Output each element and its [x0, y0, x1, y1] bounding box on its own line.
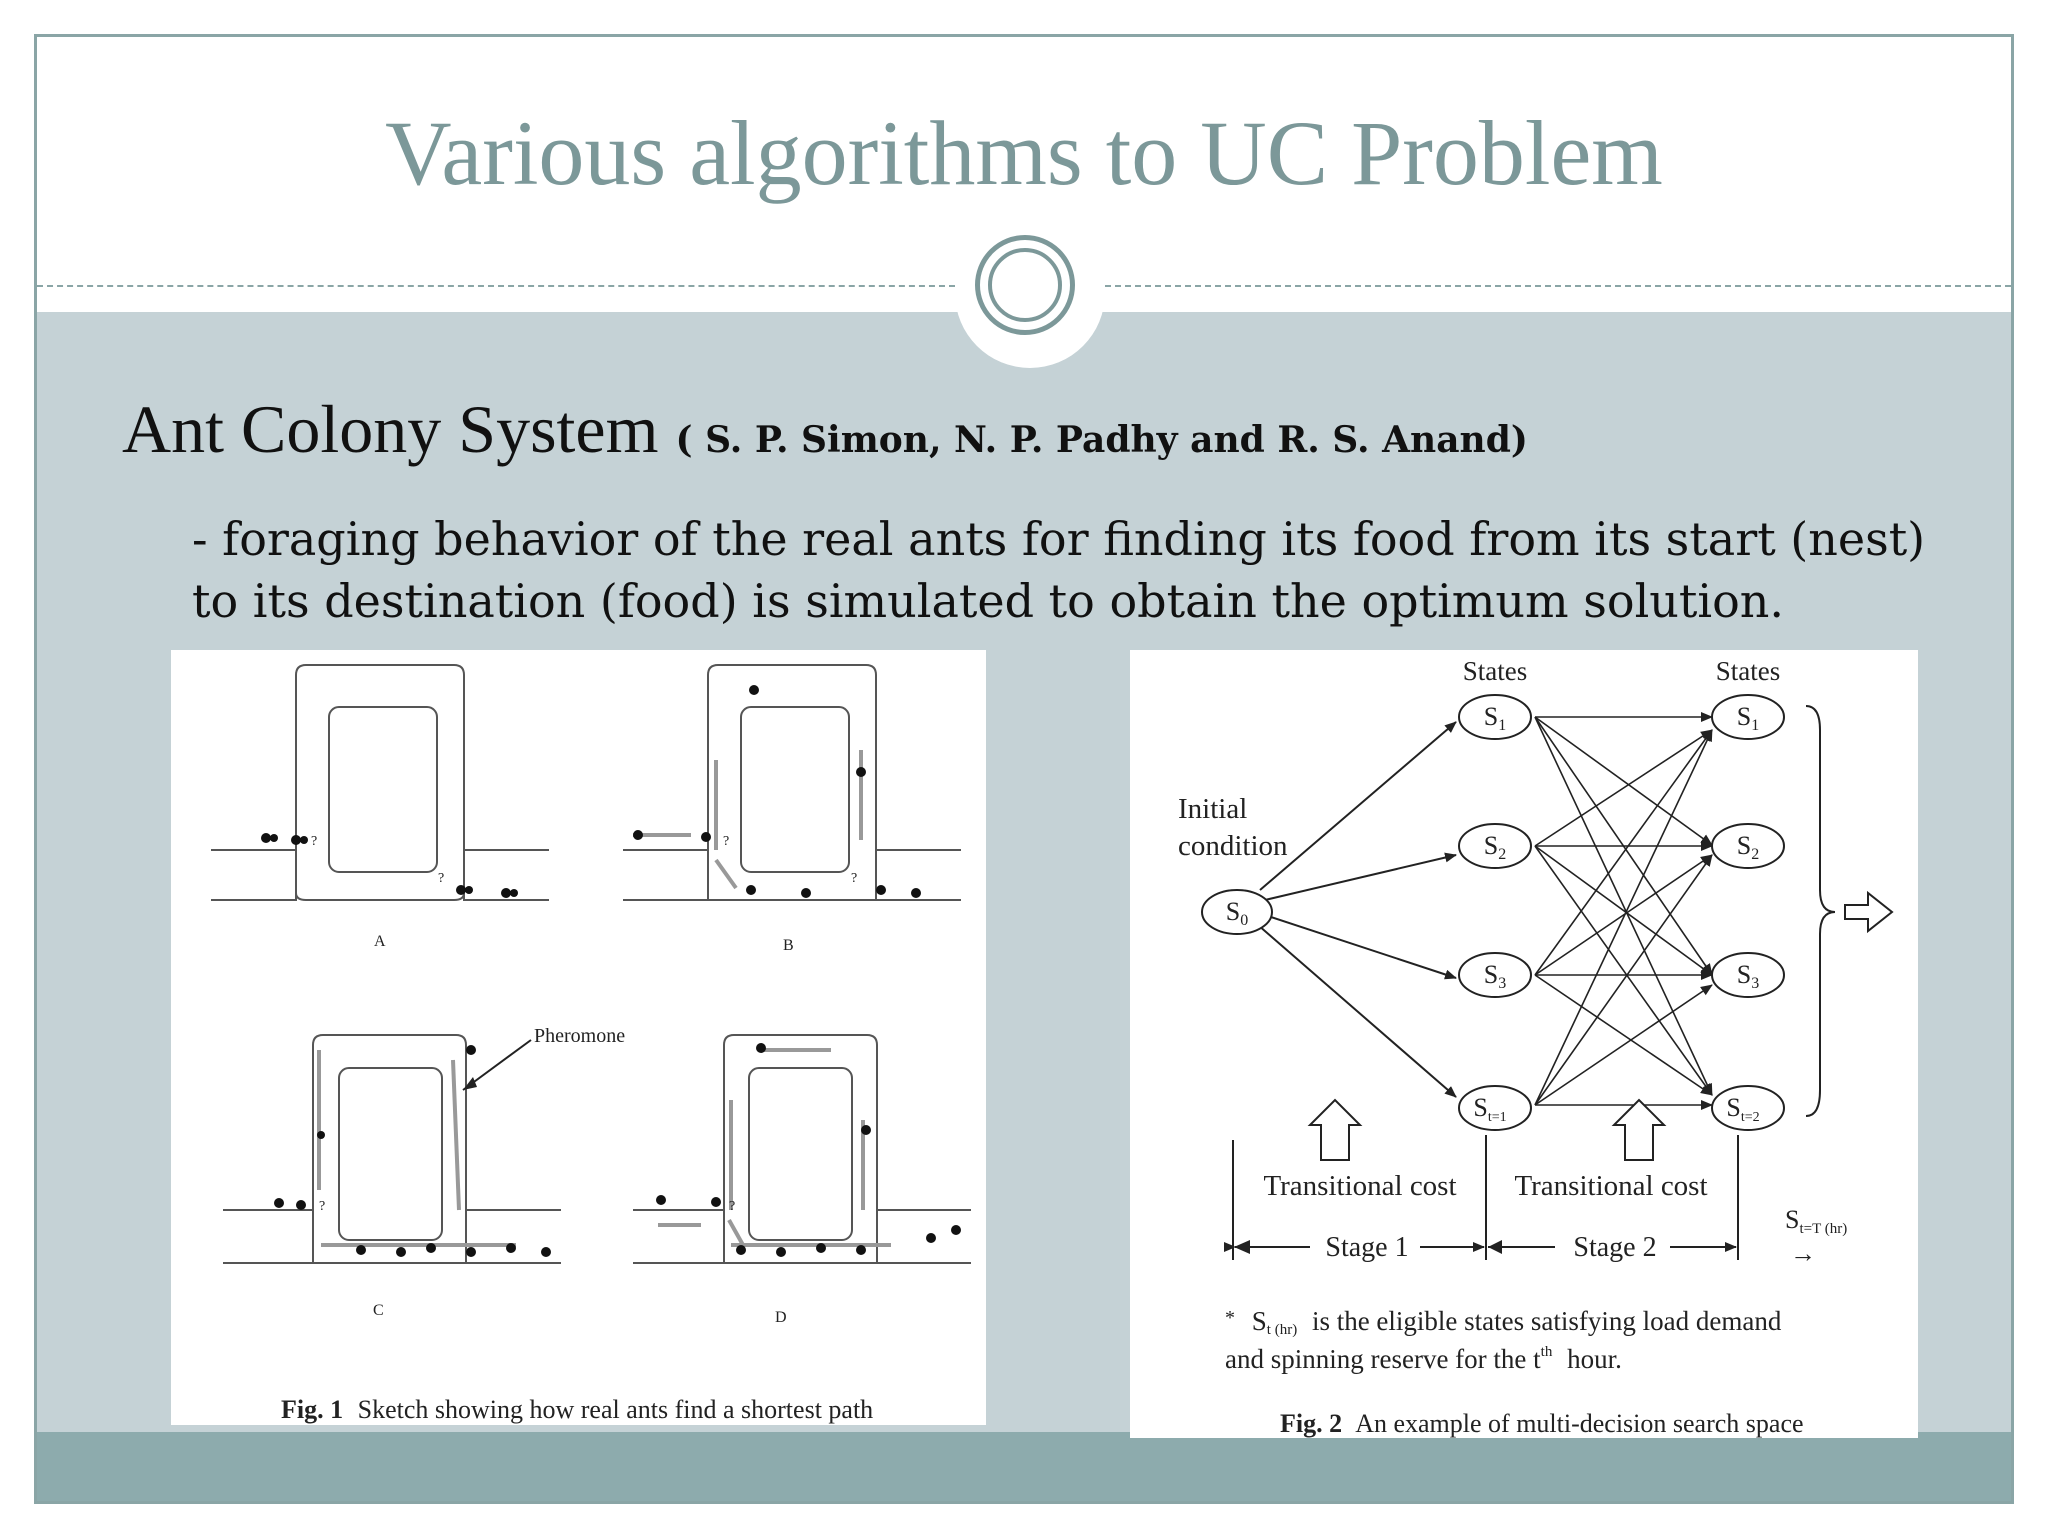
- figure-ant-paths: Pheromone ? ? ? ? ? ? A B C D Fig. 1 Ske…: [171, 650, 986, 1425]
- qmark-d: ?: [729, 1199, 735, 1214]
- note-sup: th: [1541, 1344, 1553, 1360]
- node-left-t-sub: t=1: [1488, 1110, 1507, 1125]
- node-left-2-sub: 2: [1498, 846, 1506, 863]
- node-left-3-sub: 3: [1498, 975, 1506, 992]
- svg-text:Fig. 1 Sketch showing ho: Fig. 1 Sketch showing how real ants find…: [281, 1395, 873, 1424]
- stage2-label: Stage 2: [1573, 1232, 1656, 1263]
- node-right-3-sub: 3: [1751, 975, 1759, 992]
- svg-text:S1: S1: [1484, 702, 1506, 734]
- node-right-1: S: [1737, 702, 1751, 731]
- panel-label-a: A: [374, 933, 386, 950]
- svg-text:S0: S0: [1226, 897, 1248, 929]
- node-left-3: S: [1484, 960, 1498, 989]
- body-paragraph: - foraging behavior of the real ants for…: [192, 512, 1926, 628]
- node-s0-sub: 0: [1240, 912, 1248, 929]
- transitional-cost-2: Transitional cost: [1514, 1170, 1707, 1202]
- initial-label-line2: condition: [1178, 830, 1288, 862]
- svg-text:S3: S3: [1737, 960, 1759, 992]
- title-divider-left: [37, 285, 955, 287]
- stage1-label: Stage 1: [1325, 1232, 1408, 1263]
- initial-label-line1: Initial: [1178, 793, 1247, 825]
- qmark-b-right: ?: [851, 871, 857, 886]
- st-sub: t=T (hr): [1799, 1221, 1847, 1237]
- states-header-left: States: [1463, 656, 1528, 686]
- note-s: S: [1252, 1306, 1267, 1336]
- slide-title: Various algorithms to UC Problem: [385, 102, 1663, 204]
- node-left-t: S: [1473, 1093, 1487, 1122]
- node-left-1: S: [1484, 702, 1498, 731]
- svg-text:Fig. 2 An example of mul: Fig. 2 An example of multi-decision sear…: [1280, 1409, 1804, 1438]
- fig2-caption: An example of multi-decision search spac…: [1355, 1409, 1803, 1438]
- states-header-right: States: [1716, 656, 1781, 686]
- section-heading: Ant Colony System ( S. P. Simon, N. P. P…: [122, 390, 1528, 469]
- pheromone-label: Pheromone: [534, 1025, 625, 1047]
- note-line2-b: hour.: [1567, 1344, 1622, 1374]
- note-line2-a: and spinning reserve for the t: [1225, 1344, 1541, 1374]
- qmark-a-left: ?: [311, 834, 317, 849]
- node-right-2: S: [1737, 831, 1751, 860]
- st-label: S: [1785, 1205, 1799, 1234]
- node-right-t: S: [1726, 1093, 1740, 1122]
- figure-search-space-graphic: S0 S1 S2 S3 St=1 S1 S2 S3 St=2 States St…: [1178, 656, 1894, 1438]
- fig2-caption-prefix: Fig. 2: [1280, 1409, 1342, 1438]
- heading-text: Ant Colony System: [122, 391, 659, 467]
- up-arrow-icon-stage2: [1611, 1098, 1667, 1161]
- node-right-2-sub: 2: [1751, 846, 1759, 863]
- title-divider-right: [1105, 285, 2011, 287]
- note-line1: is the eligible states satisfying load d…: [1312, 1306, 1782, 1336]
- divider-ring-inner-icon: [988, 248, 1062, 322]
- svg-text:St=2: St=2: [1726, 1093, 1759, 1125]
- svg-text:St=T (hr): St=T (hr): [1785, 1205, 1847, 1237]
- transitional-cost-1: Transitional cost: [1263, 1170, 1456, 1202]
- node-right-3: S: [1737, 960, 1751, 989]
- note-sub: t (hr): [1267, 1322, 1297, 1338]
- node-right-t-sub: t=2: [1741, 1110, 1760, 1125]
- svg-text:and spinning reserve for the t: and spinning reserve for the tth hour.: [1225, 1332, 1622, 1374]
- note-star: *: [1225, 1307, 1235, 1329]
- output-arrow-icon: [1844, 890, 1894, 934]
- node-right-1-sub: 1: [1751, 717, 1759, 734]
- node-left-2: S: [1484, 831, 1498, 860]
- st-arrow: →: [1790, 1239, 1816, 1268]
- svg-text:S2: S2: [1737, 831, 1759, 863]
- panel-label-b: B: [783, 937, 794, 954]
- fig1-caption: Sketch showing how real ants find a shor…: [358, 1395, 874, 1424]
- qmark-a-right: ?: [438, 871, 444, 886]
- node-s0: S: [1226, 897, 1240, 926]
- svg-text:* St (hr) is the e: * St (hr) is the eligible states satisfy…: [1225, 1300, 1782, 1340]
- svg-text:S2: S2: [1484, 831, 1506, 863]
- fig1-caption-prefix: Fig. 1: [281, 1395, 343, 1424]
- panel-label-c: C: [373, 1302, 384, 1319]
- qmark-b-left: ?: [723, 834, 729, 849]
- qmark-c: ?: [319, 1199, 325, 1214]
- up-arrow-icon-stage1: [1307, 1098, 1363, 1161]
- svg-text:St=1: St=1: [1473, 1093, 1506, 1125]
- node-left-1-sub: 1: [1498, 717, 1506, 734]
- svg-text:S3: S3: [1484, 960, 1506, 992]
- footer-band: [37, 1432, 2011, 1501]
- heading-authors: ( S. P. Simon, N. P. Padhy and R. S. Ana…: [675, 419, 1528, 461]
- figure-ant-paths-graphic: Pheromone ? ? ? ? ? ? A B C D Fig. 1 Ske…: [211, 664, 971, 1424]
- svg-text:S1: S1: [1737, 702, 1759, 734]
- panel-label-d: D: [775, 1309, 787, 1326]
- brace-icon: [1805, 705, 1836, 1117]
- figure-search-space: S0 S1 S2 S3 St=1 S1 S2 S3 St=2 States St…: [1130, 650, 1918, 1438]
